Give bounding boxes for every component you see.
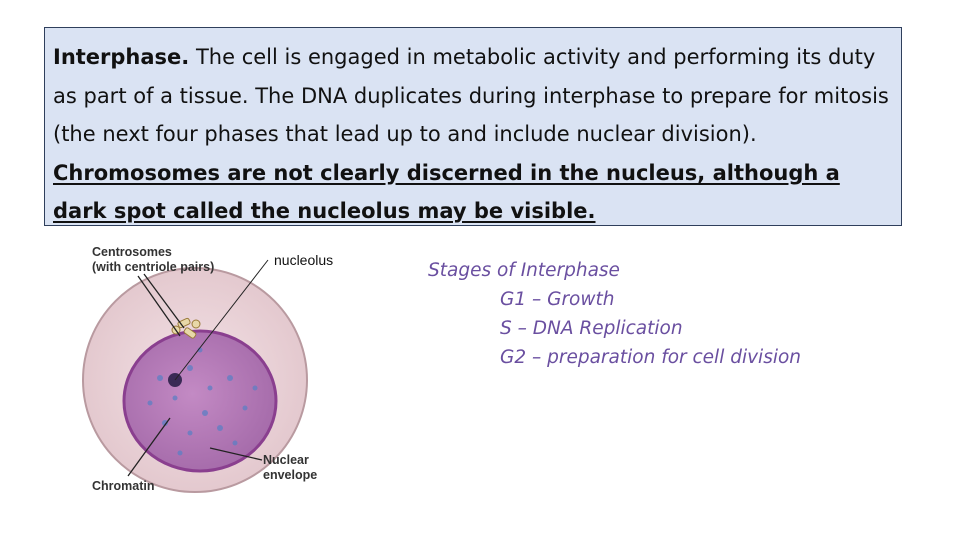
nuclear-label: Nuclear xyxy=(263,453,309,467)
centriole-pairs-label: (with centriole pairs) xyxy=(92,260,214,274)
stage-g2: G2 – preparation for cell division xyxy=(500,347,802,368)
stages-title: Stages of Interphase xyxy=(428,260,620,281)
centrosomes-label: Centrosomes xyxy=(92,245,172,259)
interphase-description: The cell is engaged in metabolic activit… xyxy=(53,45,889,146)
nucleolus-note: Chromosomes are not clearly discerned in… xyxy=(53,160,840,224)
cell-diagram: Centrosomes (with centriole pairs) Nucle… xyxy=(80,238,380,500)
chromatin-label: Chromatin xyxy=(92,479,155,493)
envelope-label: envelope xyxy=(263,468,317,482)
cell-illustration: Centrosomes (with centriole pairs) Nucle… xyxy=(82,245,317,493)
interphase-heading: Interphase. xyxy=(53,45,190,69)
nucleolus-label: nucleolus xyxy=(274,252,334,268)
stage-g1: G1 – Growth xyxy=(500,289,615,310)
interphase-description-box: Interphase. The cell is engaged in metab… xyxy=(44,27,902,226)
stages-list: Stages of Interphase G1 – Growth S – DNA… xyxy=(428,256,801,372)
stage-s: S – DNA Replication xyxy=(500,318,683,339)
nucleus xyxy=(122,329,278,473)
